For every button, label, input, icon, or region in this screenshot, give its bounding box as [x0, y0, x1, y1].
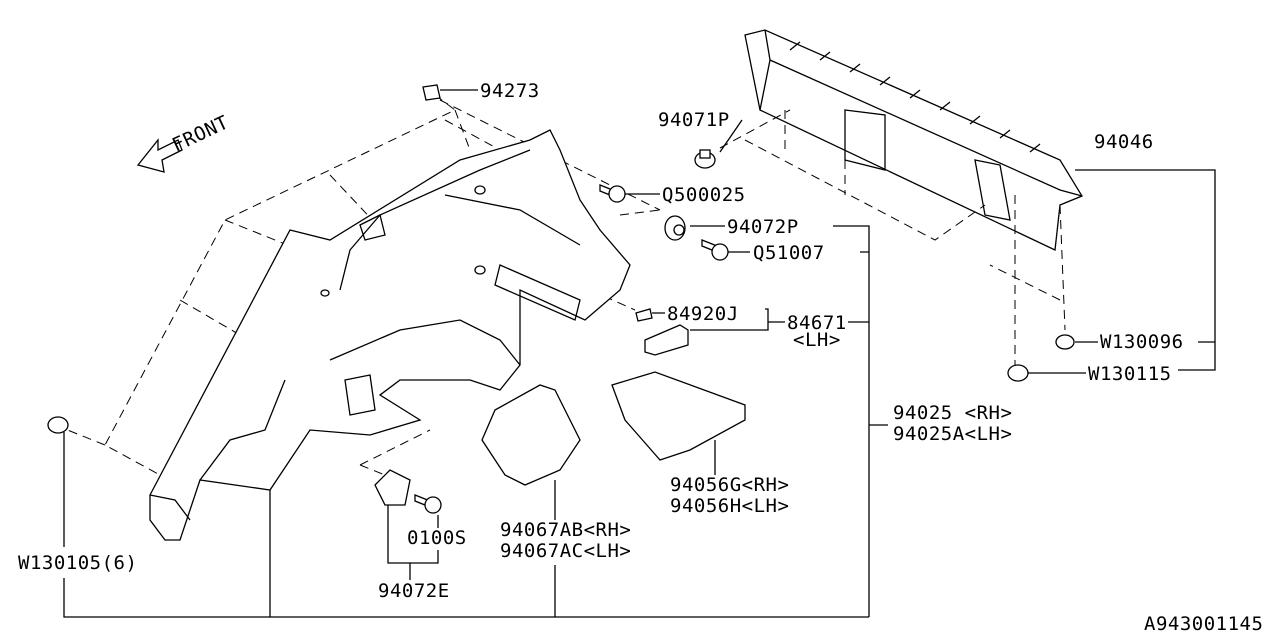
- clip-94273-part: [422, 84, 441, 101]
- clip-94072P-part: [664, 215, 686, 241]
- label-Q500025: Q500025: [662, 184, 746, 206]
- label-84671: 84671: [787, 312, 847, 334]
- label-94067AB: 94067AB<RH>: [500, 519, 631, 541]
- screw-Q51007-part: [701, 239, 729, 261]
- label-84920J: 84920J: [667, 303, 739, 325]
- rear-skirt-trim-part: [744, 29, 1083, 251]
- label-94056H: 94056H<LH>: [670, 495, 789, 517]
- cover-94056-part: [611, 371, 746, 461]
- clip-W130096-part: [1055, 334, 1075, 350]
- label-0100S: 0100S: [407, 527, 467, 549]
- label-W130096: W130096: [1100, 331, 1184, 353]
- leader-lines: [63, 89, 1216, 618]
- label-94056G: 94056G<RH>: [670, 474, 789, 496]
- label-W130115: W130115: [1088, 363, 1172, 385]
- quarter-trim-part: [149, 129, 631, 541]
- label-94067AC: 94067AC<LH>: [500, 540, 631, 562]
- label-84671-side: <LH>: [793, 329, 841, 351]
- label-94273: 94273: [480, 80, 540, 102]
- screw-Q500025-part: [599, 184, 626, 203]
- label-94025A: 94025A<LH>: [893, 423, 1012, 445]
- label-Q51007: Q51007: [753, 242, 825, 264]
- bulb-84920J-part: [635, 308, 653, 322]
- label-94046: 94046: [1094, 131, 1154, 153]
- clip-W130105-part: [47, 416, 69, 434]
- duct-94067-part: [481, 384, 581, 486]
- label-94072P: 94072P: [727, 216, 799, 238]
- front-label: FRONT: [169, 111, 232, 156]
- label-94072E: 94072E: [378, 580, 450, 602]
- clip-94071P-part: [694, 149, 716, 169]
- bracket-94072E-part: [374, 469, 442, 514]
- front-arrow-icon: [136, 138, 183, 173]
- label-94025: 94025 <RH>: [893, 402, 1012, 424]
- label-W130105: W130105(6): [18, 552, 137, 574]
- lamp-84671-part: [644, 324, 689, 356]
- label-94071P: 94071P: [658, 109, 730, 131]
- diagram-ref-code: A943001145: [1144, 613, 1263, 635]
- clip-W130115-part: [1007, 364, 1029, 382]
